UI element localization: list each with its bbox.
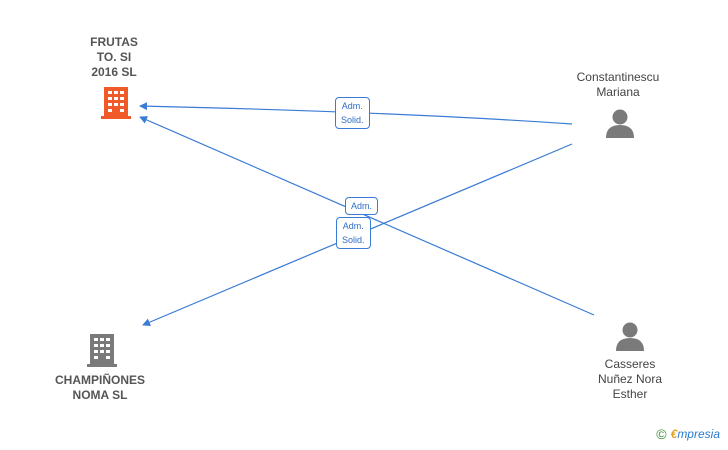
company-label-champinones[interactable]: CHAMPIÑONES NOMA SL — [54, 373, 145, 402]
building-icon — [101, 87, 131, 119]
person-icon — [606, 109, 634, 138]
brand-watermark: © €mpresia — [656, 426, 720, 442]
edge-label-casseres-frutas: Adm. — [345, 197, 379, 215]
edge-label-constantinescu-champinones: Adm. Solid. — [336, 217, 371, 249]
copyright-icon: © — [656, 426, 667, 442]
building-icon — [87, 334, 117, 367]
edge-constantinescu-frutas — [139, 102, 573, 125]
company-label-frutas[interactable]: FRUTAS TO. SI 2016 SL — [90, 35, 138, 79]
person-icon — [616, 322, 644, 351]
edge-casseres-frutas — [139, 116, 595, 316]
person-label-constantinescu[interactable]: Constantinescu Mariana — [576, 70, 660, 99]
brand-logo: €mpresia — [670, 427, 720, 441]
person-label-casseres[interactable]: Casseres Nuñez Nora Esther — [597, 357, 663, 401]
edge-label-constantinescu-frutas: Adm. Solid. — [335, 97, 370, 129]
